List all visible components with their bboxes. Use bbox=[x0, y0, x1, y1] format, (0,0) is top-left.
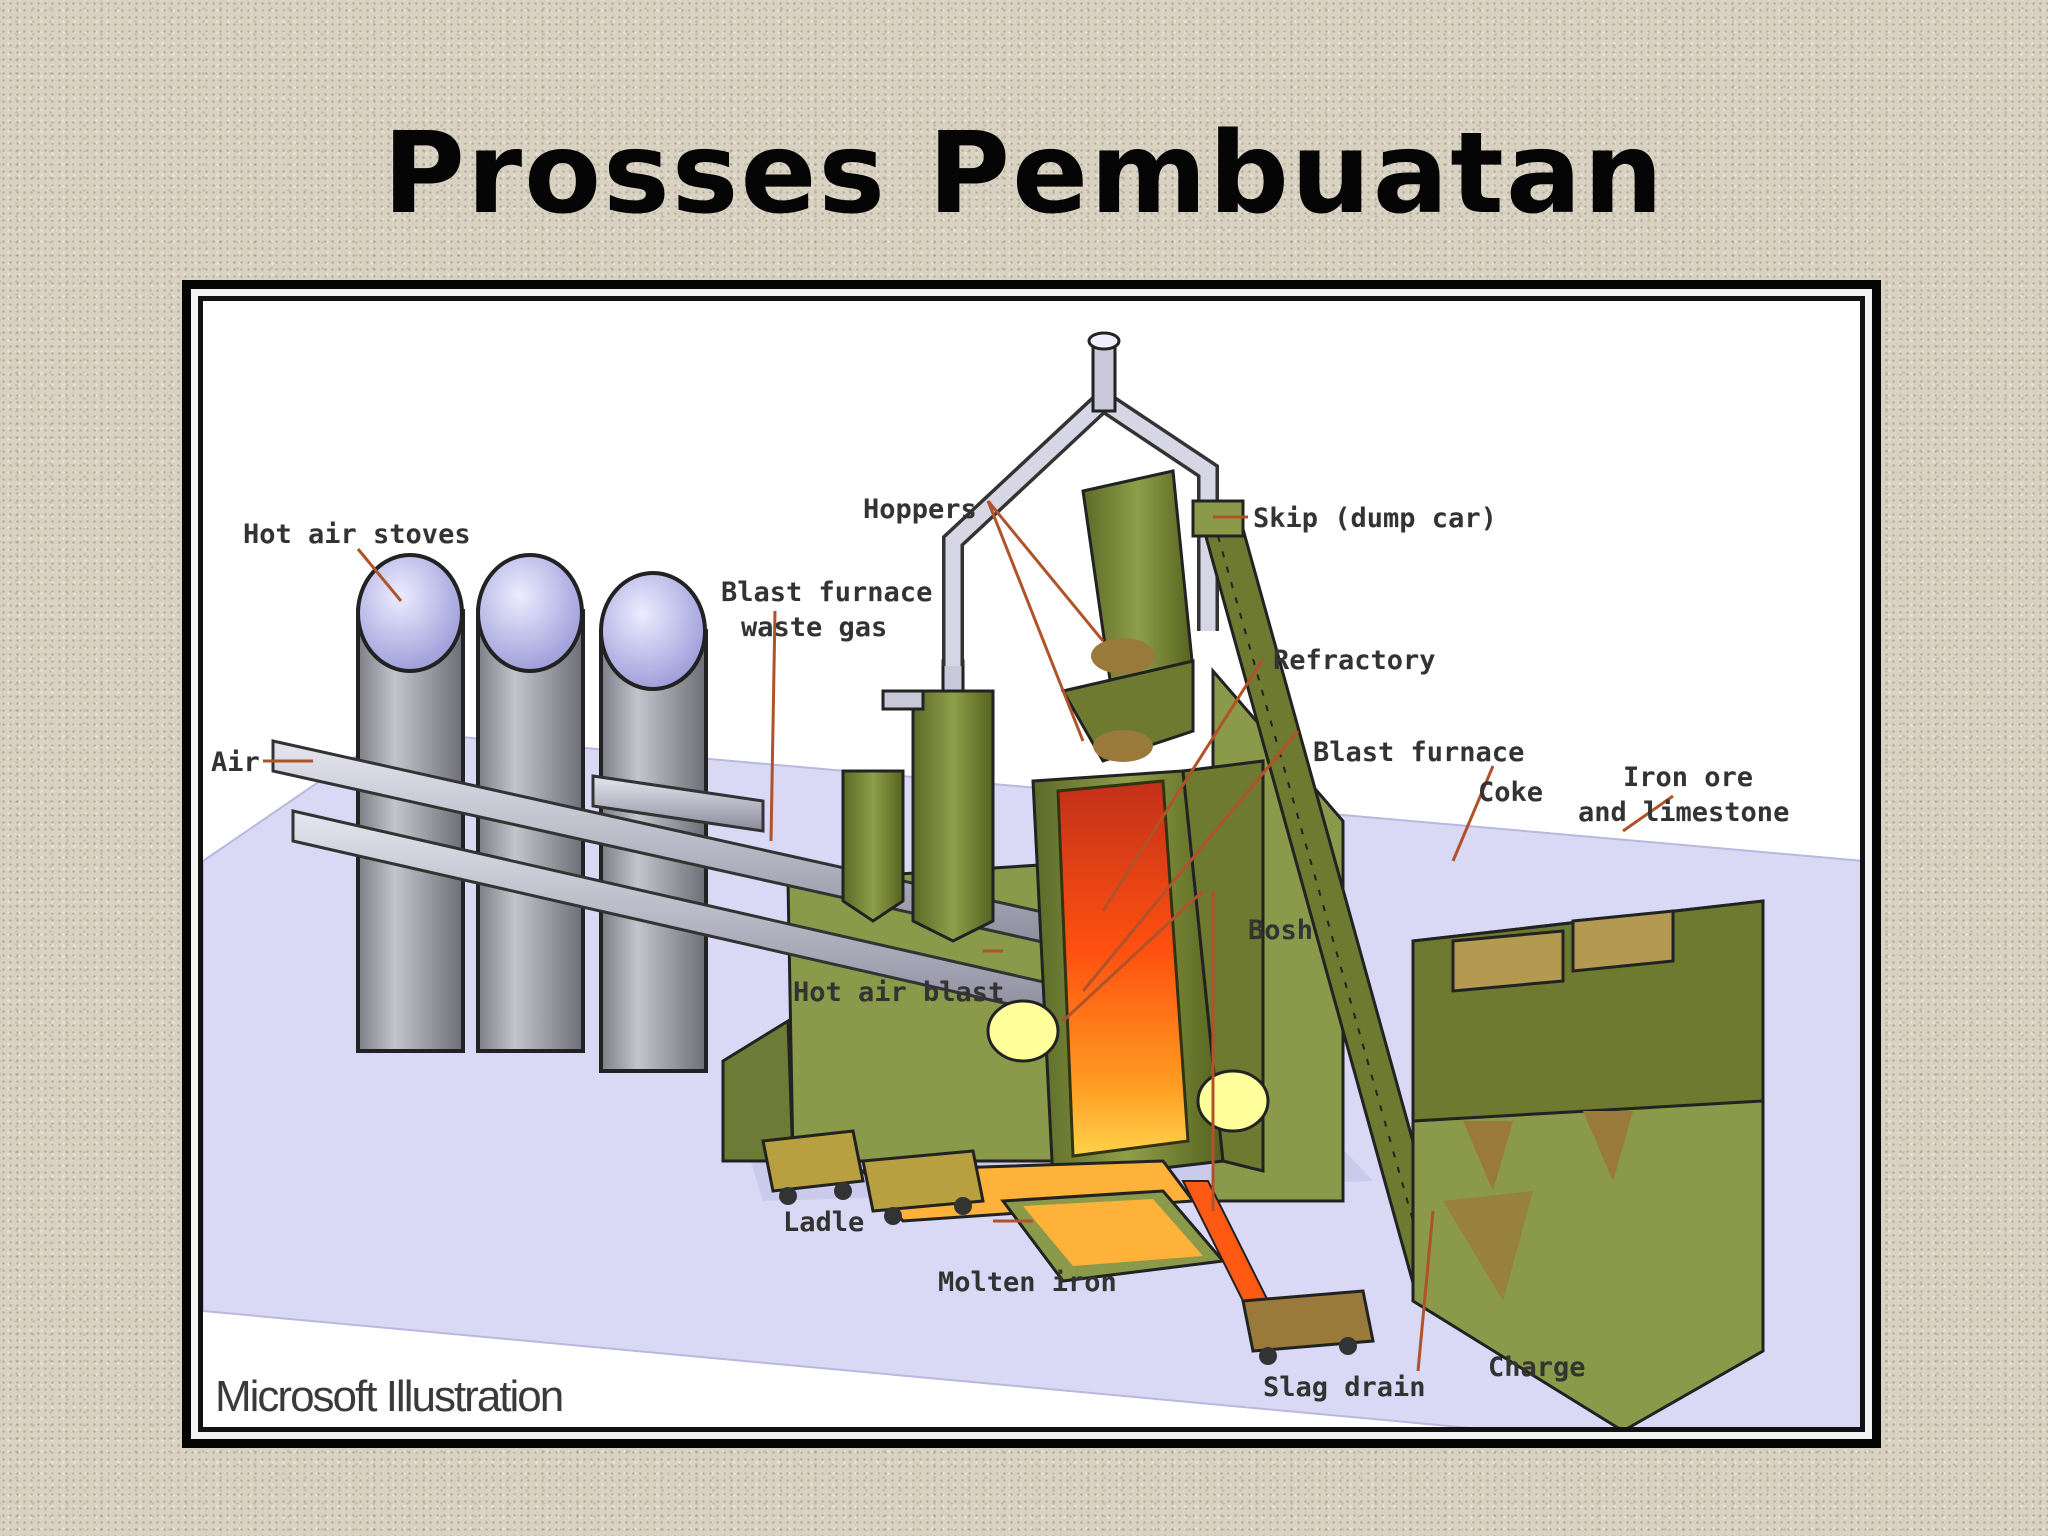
label-hot-air-stoves: Hot air stoves bbox=[243, 519, 471, 550]
label-molten-iron: Molten iron bbox=[938, 1267, 1117, 1298]
label-blast-furnace-waste-gas-line1: Blast furnace bbox=[721, 577, 932, 608]
gas-cleaning-towers bbox=[841, 659, 995, 943]
tuyeres bbox=[986, 999, 1270, 1133]
slide-title: Prosses Pembuatan bbox=[382, 109, 1666, 239]
label-bosh: Bosh bbox=[1248, 915, 1313, 946]
label-blast-furnace: Blast furnace bbox=[1313, 737, 1524, 768]
label-iron-ore-line1: Iron ore bbox=[1623, 762, 1753, 793]
leader-lines bbox=[263, 500, 1674, 1372]
blast-furnace bbox=[1031, 759, 1265, 1183]
top-chimney bbox=[1087, 331, 1121, 413]
diagram-frame: Hot air stoves Air Hoppers Blast furnace… bbox=[182, 280, 1881, 1448]
hoppers bbox=[1060, 469, 1195, 763]
label-skip: Skip (dump car) bbox=[1253, 503, 1497, 534]
blast-furnace-diagram: Hot air stoves Air Hoppers Blast furnace… bbox=[203, 331, 1860, 1427]
label-air: Air bbox=[211, 747, 260, 778]
label-refractory: Refractory bbox=[1273, 645, 1436, 676]
diagram-area: Hot air stoves Air Hoppers Blast furnace… bbox=[203, 301, 1860, 1427]
label-ladle: Ladle bbox=[783, 1207, 864, 1238]
diagram-credit: Microsoft Illustration bbox=[215, 1372, 562, 1421]
label-charge: Charge bbox=[1488, 1352, 1586, 1383]
slag-car bbox=[1241, 1289, 1375, 1365]
label-blast-furnace-waste-gas-line2: waste gas bbox=[741, 612, 887, 643]
label-iron-ore-line2: and limestone bbox=[1578, 797, 1789, 828]
label-hoppers: Hoppers bbox=[863, 494, 977, 525]
label-hot-air-blast: Hot air blast bbox=[793, 977, 1004, 1008]
stockhouse bbox=[1411, 899, 1765, 1427]
label-slag-drain: Slag drain bbox=[1263, 1372, 1426, 1403]
ladle-cars bbox=[761, 1129, 985, 1225]
label-coke: Coke bbox=[1478, 777, 1543, 808]
